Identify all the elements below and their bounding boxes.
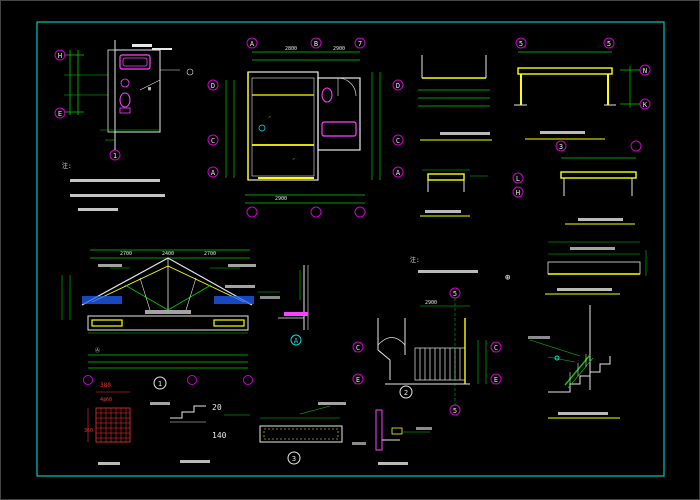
bubble-label: D	[211, 82, 215, 90]
svg-text:注:: 注:	[410, 256, 420, 264]
bubble-label: 1	[158, 380, 162, 388]
bubble-label: 7	[358, 40, 362, 48]
bubble-label: 2	[404, 389, 408, 397]
svg-text:↗: ↗	[268, 114, 271, 120]
dim-text: 2900	[333, 46, 345, 52]
dim-text: 4@60	[100, 397, 112, 403]
dim-text: 2900	[275, 196, 287, 202]
svg-text:⊕: ⊕	[505, 273, 510, 283]
toilet-symbol	[321, 87, 333, 103]
bubble-label: A	[250, 40, 255, 48]
eave-tile-right	[214, 296, 254, 304]
bubble-label: C	[356, 344, 360, 352]
bath-plan-small: H E 1 ▦	[54, 40, 194, 161]
dim-text: 360	[84, 428, 93, 434]
bubble-label: C	[396, 137, 400, 145]
bubble-label: 5	[453, 290, 457, 298]
sheet-drawing-frame	[36, 21, 665, 477]
bubble-label: H	[516, 189, 520, 197]
bubble-label: B	[314, 40, 318, 48]
section-mark	[153, 376, 167, 390]
dim-text: 2700	[204, 251, 216, 257]
bubble-label: 3	[292, 455, 296, 463]
bubble-label: N	[643, 67, 647, 75]
bathtub-symbol	[119, 54, 151, 70]
toilet-symbol	[119, 92, 131, 108]
bubble-label: 3	[559, 143, 563, 151]
bubble-label: L	[516, 175, 520, 183]
dim-text: 2900	[425, 300, 437, 306]
bubble-label: C	[211, 137, 215, 145]
basin-symbol	[120, 78, 130, 88]
baseboard-detail	[352, 409, 432, 465]
wall-detail-4: 3 L H	[512, 140, 642, 225]
bubble-label: 5	[519, 40, 523, 48]
bubble-label: C	[494, 344, 498, 352]
step-detail: 20 140	[150, 402, 250, 463]
eave-tile-left	[82, 296, 122, 304]
eave-detail: A	[258, 265, 309, 346]
grid-bubble	[54, 107, 66, 119]
wall-detail-2: 5 5 N K	[514, 37, 651, 140]
bubble-label: E	[494, 376, 498, 384]
wall-detail-1	[418, 55, 492, 141]
bubble-label: A	[294, 337, 299, 345]
notes-block: 注:	[62, 162, 165, 211]
svg-text:▦: ▦	[148, 86, 151, 92]
bubble-label: A	[396, 169, 401, 177]
svg-text:注:: 注:	[62, 162, 72, 170]
bubble-label: K	[643, 101, 648, 109]
bubble-label: 5	[607, 40, 611, 48]
wall-detail-3	[420, 169, 488, 217]
stair-section	[528, 305, 620, 419]
bubble-label: A	[211, 169, 216, 177]
dim-text: 20	[212, 403, 222, 412]
dim-text: 2700	[120, 251, 132, 257]
bubble-label: E	[58, 110, 62, 118]
tile-detail: 380 4@60 360	[84, 382, 131, 465]
gutter-detail: 3	[259, 402, 346, 465]
bubble-label: H	[58, 52, 62, 60]
bubble-label: D	[396, 82, 400, 90]
dim-text: 380	[100, 382, 111, 389]
grid-bubble	[54, 49, 66, 61]
dim-text: 2400	[162, 251, 174, 257]
svg-text:↗: ↗	[292, 156, 295, 162]
sill-detail: ⊕	[505, 241, 647, 295]
dim-text: 2800	[285, 46, 297, 52]
roof-section: 2700 2400 2700 1 Ⓐ	[61, 249, 256, 390]
main-floor-plan: A B 7 2800 2900 D C A ↗ ↗	[207, 37, 404, 218]
stair-plan: 5 2900 C E C E 2	[352, 287, 502, 416]
stair-treads	[414, 347, 466, 381]
note-middle: 注:	[410, 256, 478, 273]
bathtub-symbol	[321, 121, 357, 137]
bubble-label: E	[356, 376, 360, 384]
dim-text: 140	[212, 431, 227, 440]
svg-text:Ⓐ: Ⓐ	[95, 347, 100, 354]
bubble-label: 5	[453, 407, 457, 415]
bubble-label: 1	[113, 152, 117, 160]
